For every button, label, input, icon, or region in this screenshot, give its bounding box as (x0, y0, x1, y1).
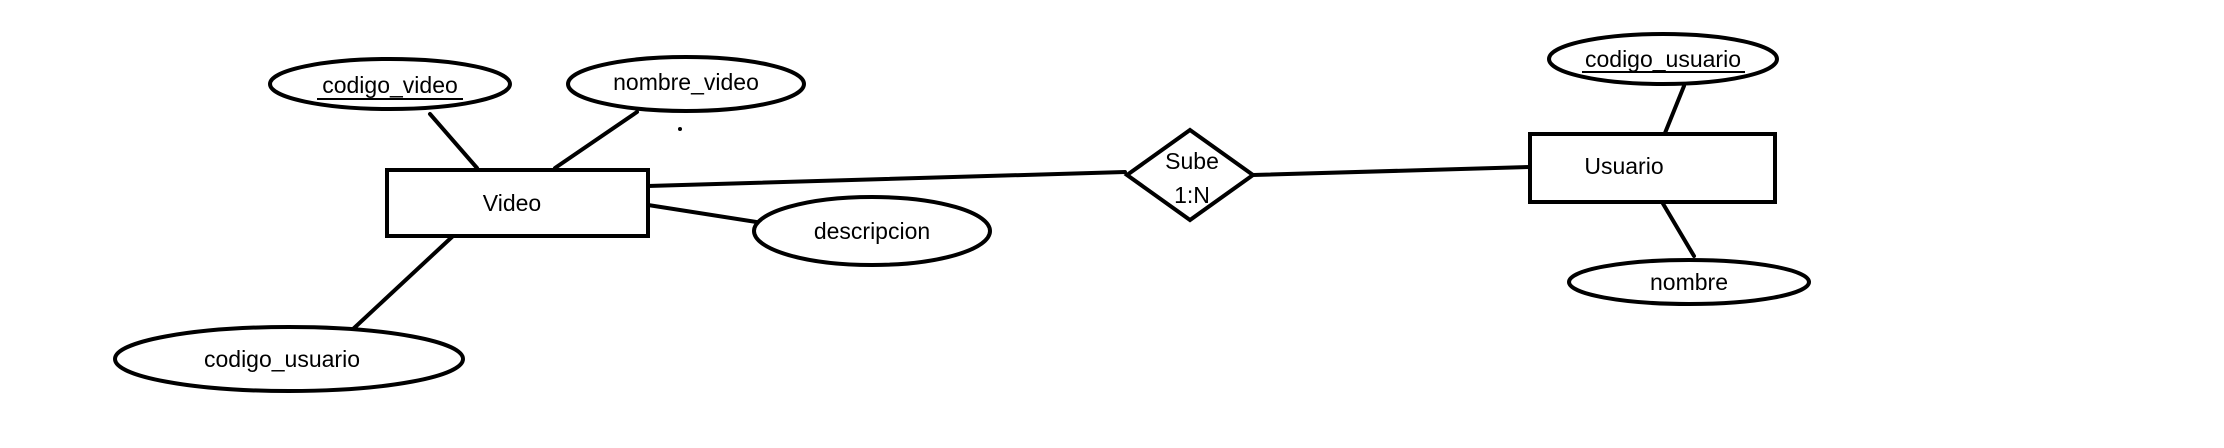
entity-video: Video (385, 168, 650, 238)
line-codigo-usuario-usuario (1663, 84, 1686, 135)
line-video-sube (646, 170, 1127, 188)
relationship-name: Sube (1165, 148, 1219, 174)
attribute-codigo-usuario-video: codigo_usuario (113, 325, 465, 393)
line-nombre-video (553, 110, 639, 170)
attribute-codigo-usuario-usuario: codigo_usuario (1547, 32, 1779, 86)
line-nombre (1660, 200, 1696, 258)
line-descripcion (646, 203, 765, 225)
attribute-descripcion: descripcion (752, 195, 992, 267)
attribute-nombre: nombre (1567, 258, 1811, 306)
line-codigo-usuario-video (350, 234, 455, 332)
entity-usuario: Usuario (1528, 132, 1777, 204)
relationship-sube: Sube 1:N (1123, 127, 1257, 223)
attribute-nombre-label: nombre (1650, 269, 1728, 295)
attribute-codigo-video: codigo_video (268, 57, 512, 111)
attribute-nombre-video: nombre_video (566, 55, 806, 113)
attribute-nombre-video-label: nombre_video (613, 69, 759, 95)
line-sube-usuario (1251, 165, 1532, 177)
stray-dot (678, 127, 682, 131)
entity-video-label: Video (483, 190, 541, 216)
entity-usuario-label: Usuario (1584, 153, 1663, 179)
attribute-descripcion-label: descripcion (814, 218, 930, 244)
attribute-codigo-video-label: codigo_video (322, 72, 458, 98)
attribute-codigo-usuario-video-label: codigo_usuario (204, 346, 360, 372)
relationship-cardinality: 1:N (1174, 182, 1210, 208)
line-codigo-video (428, 112, 479, 170)
attribute-codigo-usuario-usuario-label: codigo_usuario (1585, 46, 1741, 72)
